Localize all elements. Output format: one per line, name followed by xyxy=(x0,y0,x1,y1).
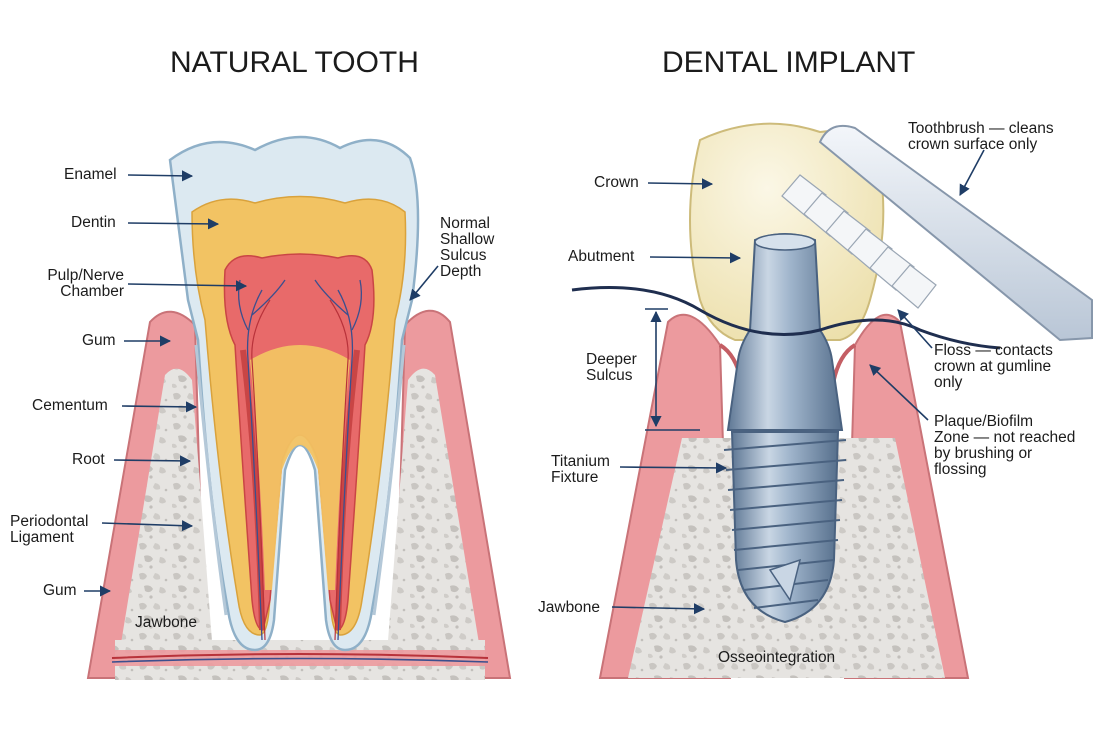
label-toothbrush: Toothbrush — cleans crown surface only xyxy=(908,120,1054,153)
label-dentin: Dentin xyxy=(71,214,116,231)
dental-implant-illustration xyxy=(571,122,1093,679)
natural-jawbone-right xyxy=(385,368,485,680)
implant-crown xyxy=(689,122,885,341)
label-gum-top: Gum xyxy=(82,332,116,349)
label-titanium-fixture: Titanium Fixture xyxy=(551,453,610,486)
label-crown: Crown xyxy=(594,174,639,191)
toothbrush xyxy=(781,124,1093,342)
nerve-network xyxy=(237,279,363,641)
label-root: Root xyxy=(72,451,105,468)
titanium-fixture xyxy=(730,431,840,624)
label-plaque-biofilm: Plaque/Biofilm Zone — not reached by bru… xyxy=(934,413,1076,478)
label-floss: Floss — contacts crown at gumline only xyxy=(934,342,1053,391)
label-cementum: Cementum xyxy=(32,397,108,414)
label-pulp-nerve-chamber: Pulp/Nerve Chamber xyxy=(47,267,124,300)
label-periodontal-ligament: Periodontal Ligament xyxy=(10,513,89,546)
dental-implant-title: DENTAL IMPLANT xyxy=(662,46,916,79)
label-jawbone-implant: Jawbone xyxy=(538,599,601,616)
label-osseointegration: Osseointegration xyxy=(718,649,836,666)
natural-jawbone xyxy=(115,368,215,680)
fixture-threads xyxy=(723,439,847,609)
implant-label-arrows xyxy=(611,149,985,615)
label-enamel: Enamel xyxy=(64,166,117,183)
natural-label-arrows xyxy=(84,170,439,597)
label-gum-bottom: Gum xyxy=(43,582,77,599)
label-deeper-sulcus: Deeper Sulcus xyxy=(586,351,637,384)
floss-line xyxy=(571,286,1001,350)
natural-tooth-illustration xyxy=(84,135,512,680)
sulcus-measure xyxy=(645,308,700,431)
label-normal-sulcus-depth: Normal Shallow Sulcus Depth xyxy=(440,215,495,280)
label-abutment: Abutment xyxy=(568,248,635,265)
label-jawbone-natural: Jawbone xyxy=(135,614,198,631)
natural-tooth-title: NATURAL TOOTH xyxy=(170,46,419,79)
